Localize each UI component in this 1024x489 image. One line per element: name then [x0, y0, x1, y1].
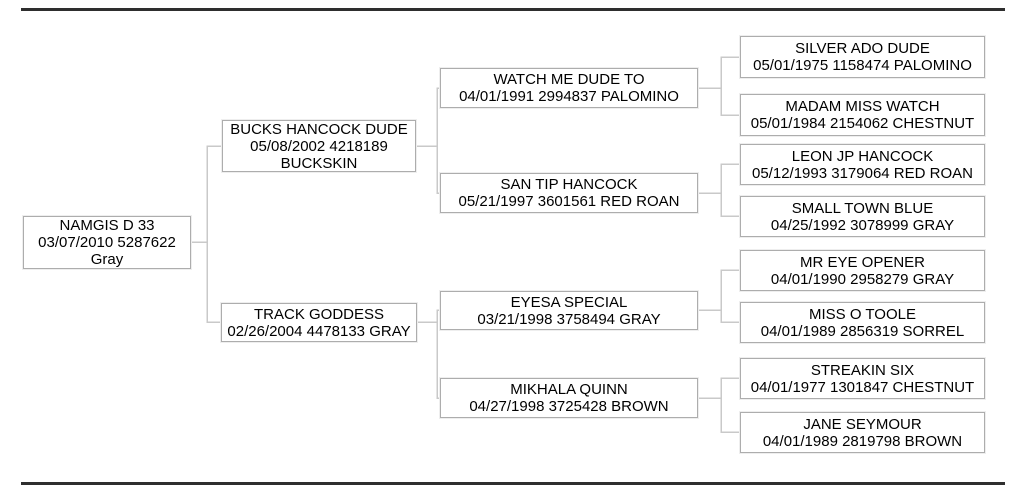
node-miss-o-toole: MISS O TOOLE 04/01/1989 2856319 SORREL — [740, 302, 985, 343]
horse-details: 04/01/1989 2819798 BROWN — [762, 432, 963, 450]
horse-name: MISS O TOOLE — [809, 305, 916, 323]
horse-details: 04/27/1998 3725428 BROWN — [469, 398, 669, 415]
connector-sire-to-grandparents — [416, 87, 440, 194]
connector-dam-to-grandparents — [417, 309, 440, 399]
horse-color: BUCKSKIN — [280, 154, 358, 172]
horse-name: TRACK GODDESS — [253, 305, 385, 323]
horse-details: 02/26/2004 4478133 GRAY — [227, 322, 411, 340]
horse-name: MIKHALA QUINN — [510, 381, 628, 398]
node-small-town-blue: SMALL TOWN BLUE 04/25/1992 3078999 GRAY — [740, 196, 985, 237]
connector-subject-to-parents — [191, 145, 222, 323]
node-track-goddess: TRACK GODDESS 02/26/2004 4478133 GRAY — [221, 303, 417, 342]
horse-details: 05/01/1984 2154062 CHESTNUT — [750, 115, 975, 132]
horse-name: MR EYE OPENER — [799, 253, 926, 271]
node-mr-eye-opener: MR EYE OPENER 04/01/1990 2958279 GRAY — [740, 250, 985, 291]
node-jane-seymour: JANE SEYMOUR 04/01/1989 2819798 BROWN — [740, 412, 985, 453]
horse-details: 05/21/1997 3601561 RED ROAN — [458, 193, 680, 210]
horse-name: SAN TIP HANCOCK — [500, 176, 638, 193]
connector-san-tip-hancock-parents — [698, 163, 740, 217]
node-bucks-hancock-dude: BUCKS HANCOCK DUDE 05/08/2002 4218189 BU… — [222, 120, 416, 172]
node-mikhala-quinn: MIKHALA QUINN 04/27/1998 3725428 BROWN — [440, 378, 698, 418]
connector-watch-me-dude-to-parents — [698, 56, 740, 116]
horse-details: 05/12/1993 3179064 RED ROAN — [752, 164, 973, 182]
horse-name: NAMGIS D 33 — [59, 217, 155, 234]
horse-details: 03/07/2010 5287622 — [38, 234, 176, 251]
node-san-tip-hancock: SAN TIP HANCOCK 05/21/1997 3601561 RED R… — [440, 173, 698, 213]
horse-name: MADAM MISS WATCH — [785, 98, 940, 115]
horse-name: JANE SEYMOUR — [803, 415, 922, 433]
horse-details: 04/01/1991 2994837 PALOMINO — [459, 88, 679, 105]
node-silver-ado-dude: SILVER ADO DUDE 05/01/1975 1158474 PALOM… — [740, 36, 985, 78]
node-watch-me-dude-to: WATCH ME DUDE TO 04/01/1991 2994837 PALO… — [440, 68, 698, 108]
connector-eyesa-special-parents — [698, 269, 740, 323]
horse-name: STREAKIN SIX — [810, 361, 915, 379]
horse-name: LEON JP HANCOCK — [791, 147, 934, 165]
horse-details: 04/01/1977 1301847 CHESTNUT — [750, 378, 975, 396]
horse-details: 04/25/1992 3078999 GRAY — [770, 216, 955, 234]
node-namgis-d-33: NAMGIS D 33 03/07/2010 5287622 Gray — [23, 216, 191, 269]
horse-name: SILVER ADO DUDE — [795, 40, 930, 57]
horse-name: SMALL TOWN BLUE — [791, 199, 934, 217]
horse-details: 05/01/1975 1158474 PALOMINO — [753, 57, 972, 74]
horse-name: BUCKS HANCOCK DUDE — [230, 120, 408, 138]
node-streakin-six: STREAKIN SIX 04/01/1977 1301847 CHESTNUT — [740, 358, 985, 399]
node-leon-jp-hancock: LEON JP HANCOCK 05/12/1993 3179064 RED R… — [740, 144, 985, 185]
node-madam-miss-watch: MADAM MISS WATCH 05/01/1984 2154062 CHES… — [740, 94, 985, 136]
horse-color: Gray — [90, 251, 124, 268]
horse-name: EYESA SPECIAL — [510, 293, 628, 311]
top-rule — [21, 8, 1005, 11]
horse-details: 03/21/1998 3758494 GRAY — [477, 310, 661, 328]
bottom-rule — [21, 482, 1005, 485]
horse-details: 04/01/1989 2856319 SORREL — [760, 322, 965, 340]
horse-name: WATCH ME DUDE TO — [493, 71, 645, 88]
horse-details: 05/08/2002 4218189 — [250, 137, 388, 155]
connector-mikhala-quinn-parents — [698, 377, 740, 433]
horse-details: 04/01/1990 2958279 GRAY — [770, 270, 955, 288]
node-eyesa-special: EYESA SPECIAL 03/21/1998 3758494 GRAY — [440, 291, 698, 330]
